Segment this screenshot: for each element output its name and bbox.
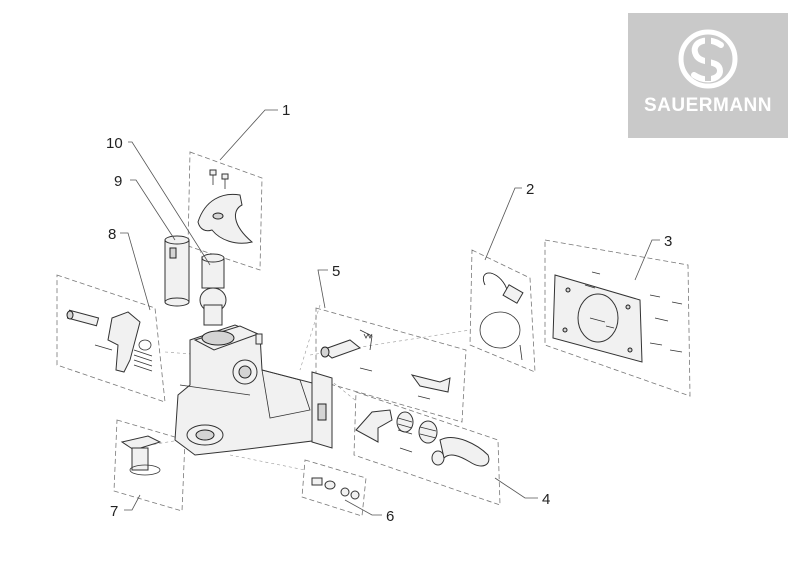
callout-3: 3	[664, 233, 672, 250]
callout-4: 4	[542, 491, 550, 508]
callout-7: 7	[110, 503, 118, 520]
logo-emblem-icon	[678, 29, 738, 89]
callout-labels: 1 2 3 4 5 6 7 8 9 10	[106, 102, 672, 525]
group-3-mounting-plate	[544, 239, 691, 397]
callout-9: 9	[114, 173, 122, 190]
group-4-spring-hook	[353, 391, 501, 506]
callout-10: 10	[106, 135, 123, 152]
callout-8: 8	[108, 226, 116, 243]
brand-logo: SAUERMANN	[628, 13, 788, 138]
plate-bolts	[584, 271, 683, 353]
group-7-catch-clip	[113, 419, 186, 512]
part-10-ball-pin	[199, 253, 227, 326]
group-5-release-mechanism	[315, 307, 467, 423]
callout-5: 5	[332, 263, 340, 280]
brand-name: SAUERMANN	[644, 95, 772, 116]
group-6-fittings	[301, 459, 367, 517]
callout-6: 6	[386, 508, 394, 525]
springs	[396, 411, 445, 466]
main-coupling-housing	[174, 324, 333, 456]
group-8-pin-lever	[56, 274, 166, 403]
group-2-hose	[469, 249, 536, 373]
callout-leaders	[120, 109, 660, 516]
group-1-latch-lever	[187, 151, 263, 271]
callout-1: 1	[282, 102, 290, 119]
part-9-coupling-pin	[164, 235, 190, 307]
callout-2: 2	[526, 181, 534, 198]
